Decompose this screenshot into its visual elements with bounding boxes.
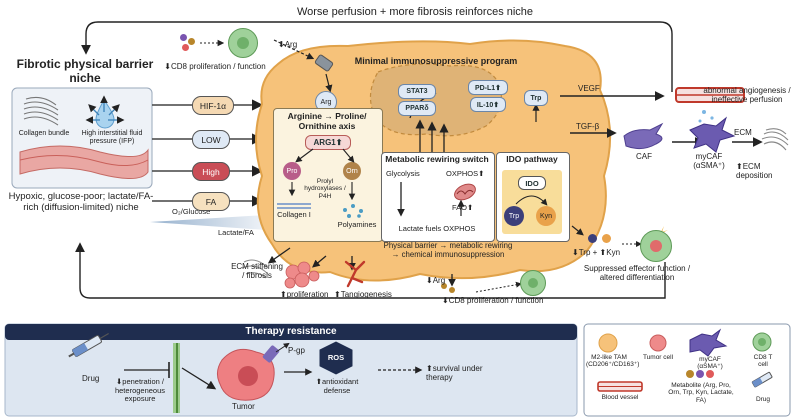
cd8-cell-top — [228, 28, 258, 58]
metabolite-dots — [180, 34, 202, 54]
metabolic-arrows — [397, 182, 476, 217]
left-niche-title: Fibrotic physical barrier niche — [16, 57, 154, 85]
tumor-label: Tumor — [232, 402, 255, 411]
prolyl-label: Prolyl hydroxylases / P4H — [304, 178, 346, 200]
arginine-arrows — [277, 148, 363, 218]
legend-drug: Drug — [755, 396, 771, 403]
legend-tam: M2-like TAM (CD206⁺/CD163⁺) — [586, 354, 640, 369]
caf-label: CAF — [636, 152, 652, 161]
orn-node: Orn — [343, 162, 361, 180]
angio-label: abnormal angiogenesis / ineffective perf… — [703, 86, 791, 105]
oxphos-label: OXPHOS⬆ — [446, 169, 485, 178]
legend-blood-vessel: Blood vessel — [601, 394, 639, 401]
vegf-label: VEGF — [578, 84, 600, 93]
mycaf-cell-shape — [689, 116, 736, 153]
top-cd8-label: ⬇CD8 proliferation / function — [164, 62, 266, 71]
ido-arrow — [515, 195, 548, 206]
survival-label: ⬆survival under therapy — [426, 364, 483, 383]
metabolic-title: Metabolic rewiring switch — [385, 154, 489, 164]
cd8-cell-suppressed — [640, 230, 672, 262]
trp-kyn-dots — [588, 234, 618, 246]
penetration-label: ⬇penetration / heterogeneous exposure — [114, 377, 166, 404]
trp-kyn-label: ⬇Trp + ⬆Kyn — [572, 248, 621, 257]
legend-metabolite: Metabolite (Arg, Pro, Orn, Trp, Kyn, Lac… — [668, 382, 734, 404]
arginine-title: Arginine → Proline/ Ornithine axis — [287, 111, 367, 131]
kyn-circle: Kyn — [536, 206, 556, 226]
metabolic-switch-box — [381, 152, 495, 242]
lactate-oxphos-label: Lactate fuels OXPHOS — [398, 224, 476, 233]
cd8-cell-bottom — [520, 270, 546, 296]
arg-transporter-icon — [314, 54, 334, 72]
trp-circle: Trp — [504, 206, 524, 226]
syringe-icon — [68, 332, 109, 358]
collagen-label: Collagen bundle — [18, 130, 70, 137]
pdl1-tag: PD-L1⬆ — [468, 80, 508, 95]
ido-title: IDO pathway — [506, 154, 558, 164]
tgfb-label: TGF-β — [576, 122, 600, 131]
ecm-deposition-label: ⬆ECM deposition — [736, 162, 773, 181]
signal-low-glucose: LOW — [192, 130, 230, 149]
ros-label: ROS — [327, 353, 345, 362]
drug-label: Drug — [82, 374, 100, 383]
fao-label: FAO⬆ — [452, 203, 474, 212]
program-title: Minimal immunosuppressive program — [354, 56, 518, 66]
antioxidant-label: ⬆antioxidant defense — [315, 377, 359, 395]
legend-mycaf: myCAF (αSMA⁺) — [697, 356, 723, 371]
polyamines-label: Polyamines — [337, 220, 377, 229]
signal-fa: FA — [192, 192, 230, 211]
ifp-label: High interstitial fluid pressure (IFP) — [81, 130, 143, 146]
pro-node: Pro — [283, 162, 301, 180]
legend-tumor-cell: Tumor cell — [642, 354, 674, 361]
ido-tag: IDO — [518, 176, 546, 190]
gradient-bottom-label: Lactate/FA — [218, 228, 254, 237]
suppressed-label: Suppressed effector function / altered d… — [583, 264, 691, 283]
collagen-bundle-icon — [23, 96, 59, 126]
barrier-caption: Physical barrier → metabolic rewiring → … — [383, 241, 513, 259]
ecm-stiff-label: ECM stiffening / fibrosis — [231, 262, 283, 281]
arg1-tag: ARG1⬆ — [305, 135, 351, 150]
signal-high-lactate: High — [192, 162, 230, 181]
stat3-tag: STAT3 — [398, 84, 436, 99]
mycaf-label: myCAF (αSMA⁺) — [693, 152, 725, 171]
therapy-title: Therapy resistance — [245, 326, 337, 337]
signal-hif1a: HIF-1α — [192, 96, 234, 115]
legend-cd8: CD8 T cell — [753, 354, 773, 369]
feedback-loop-label: Worse perfusion + more fibrosis reinforc… — [296, 6, 534, 18]
prolif-label: ⬆proliferation — [280, 290, 329, 299]
tangio-label: ⬆Tangiogenesis — [334, 290, 392, 299]
caf-cell-shape — [623, 122, 664, 150]
il10-tag: IL-10⬆ — [470, 97, 506, 112]
glycolysis-label: Glycolysis — [386, 169, 420, 178]
arg-down-label: ⬇Arg — [426, 276, 446, 285]
cd8-down-label: ⬇CD8 proliferation / function — [442, 296, 544, 305]
collagen-i-label: Collagen I — [277, 210, 311, 219]
top-arg-label: ⬇Arg — [278, 40, 298, 49]
trp-node: Trp — [524, 90, 548, 106]
ppar-tag: PPARδ — [398, 101, 436, 116]
pgp-label: P-gp — [288, 346, 305, 355]
ecm-label: ECM — [734, 128, 752, 137]
gradient-top-label: O₂/Glucose — [172, 207, 211, 216]
niche-bottom-label: Hypoxic, glucose-poor; lactate/FA-rich (… — [8, 191, 154, 213]
